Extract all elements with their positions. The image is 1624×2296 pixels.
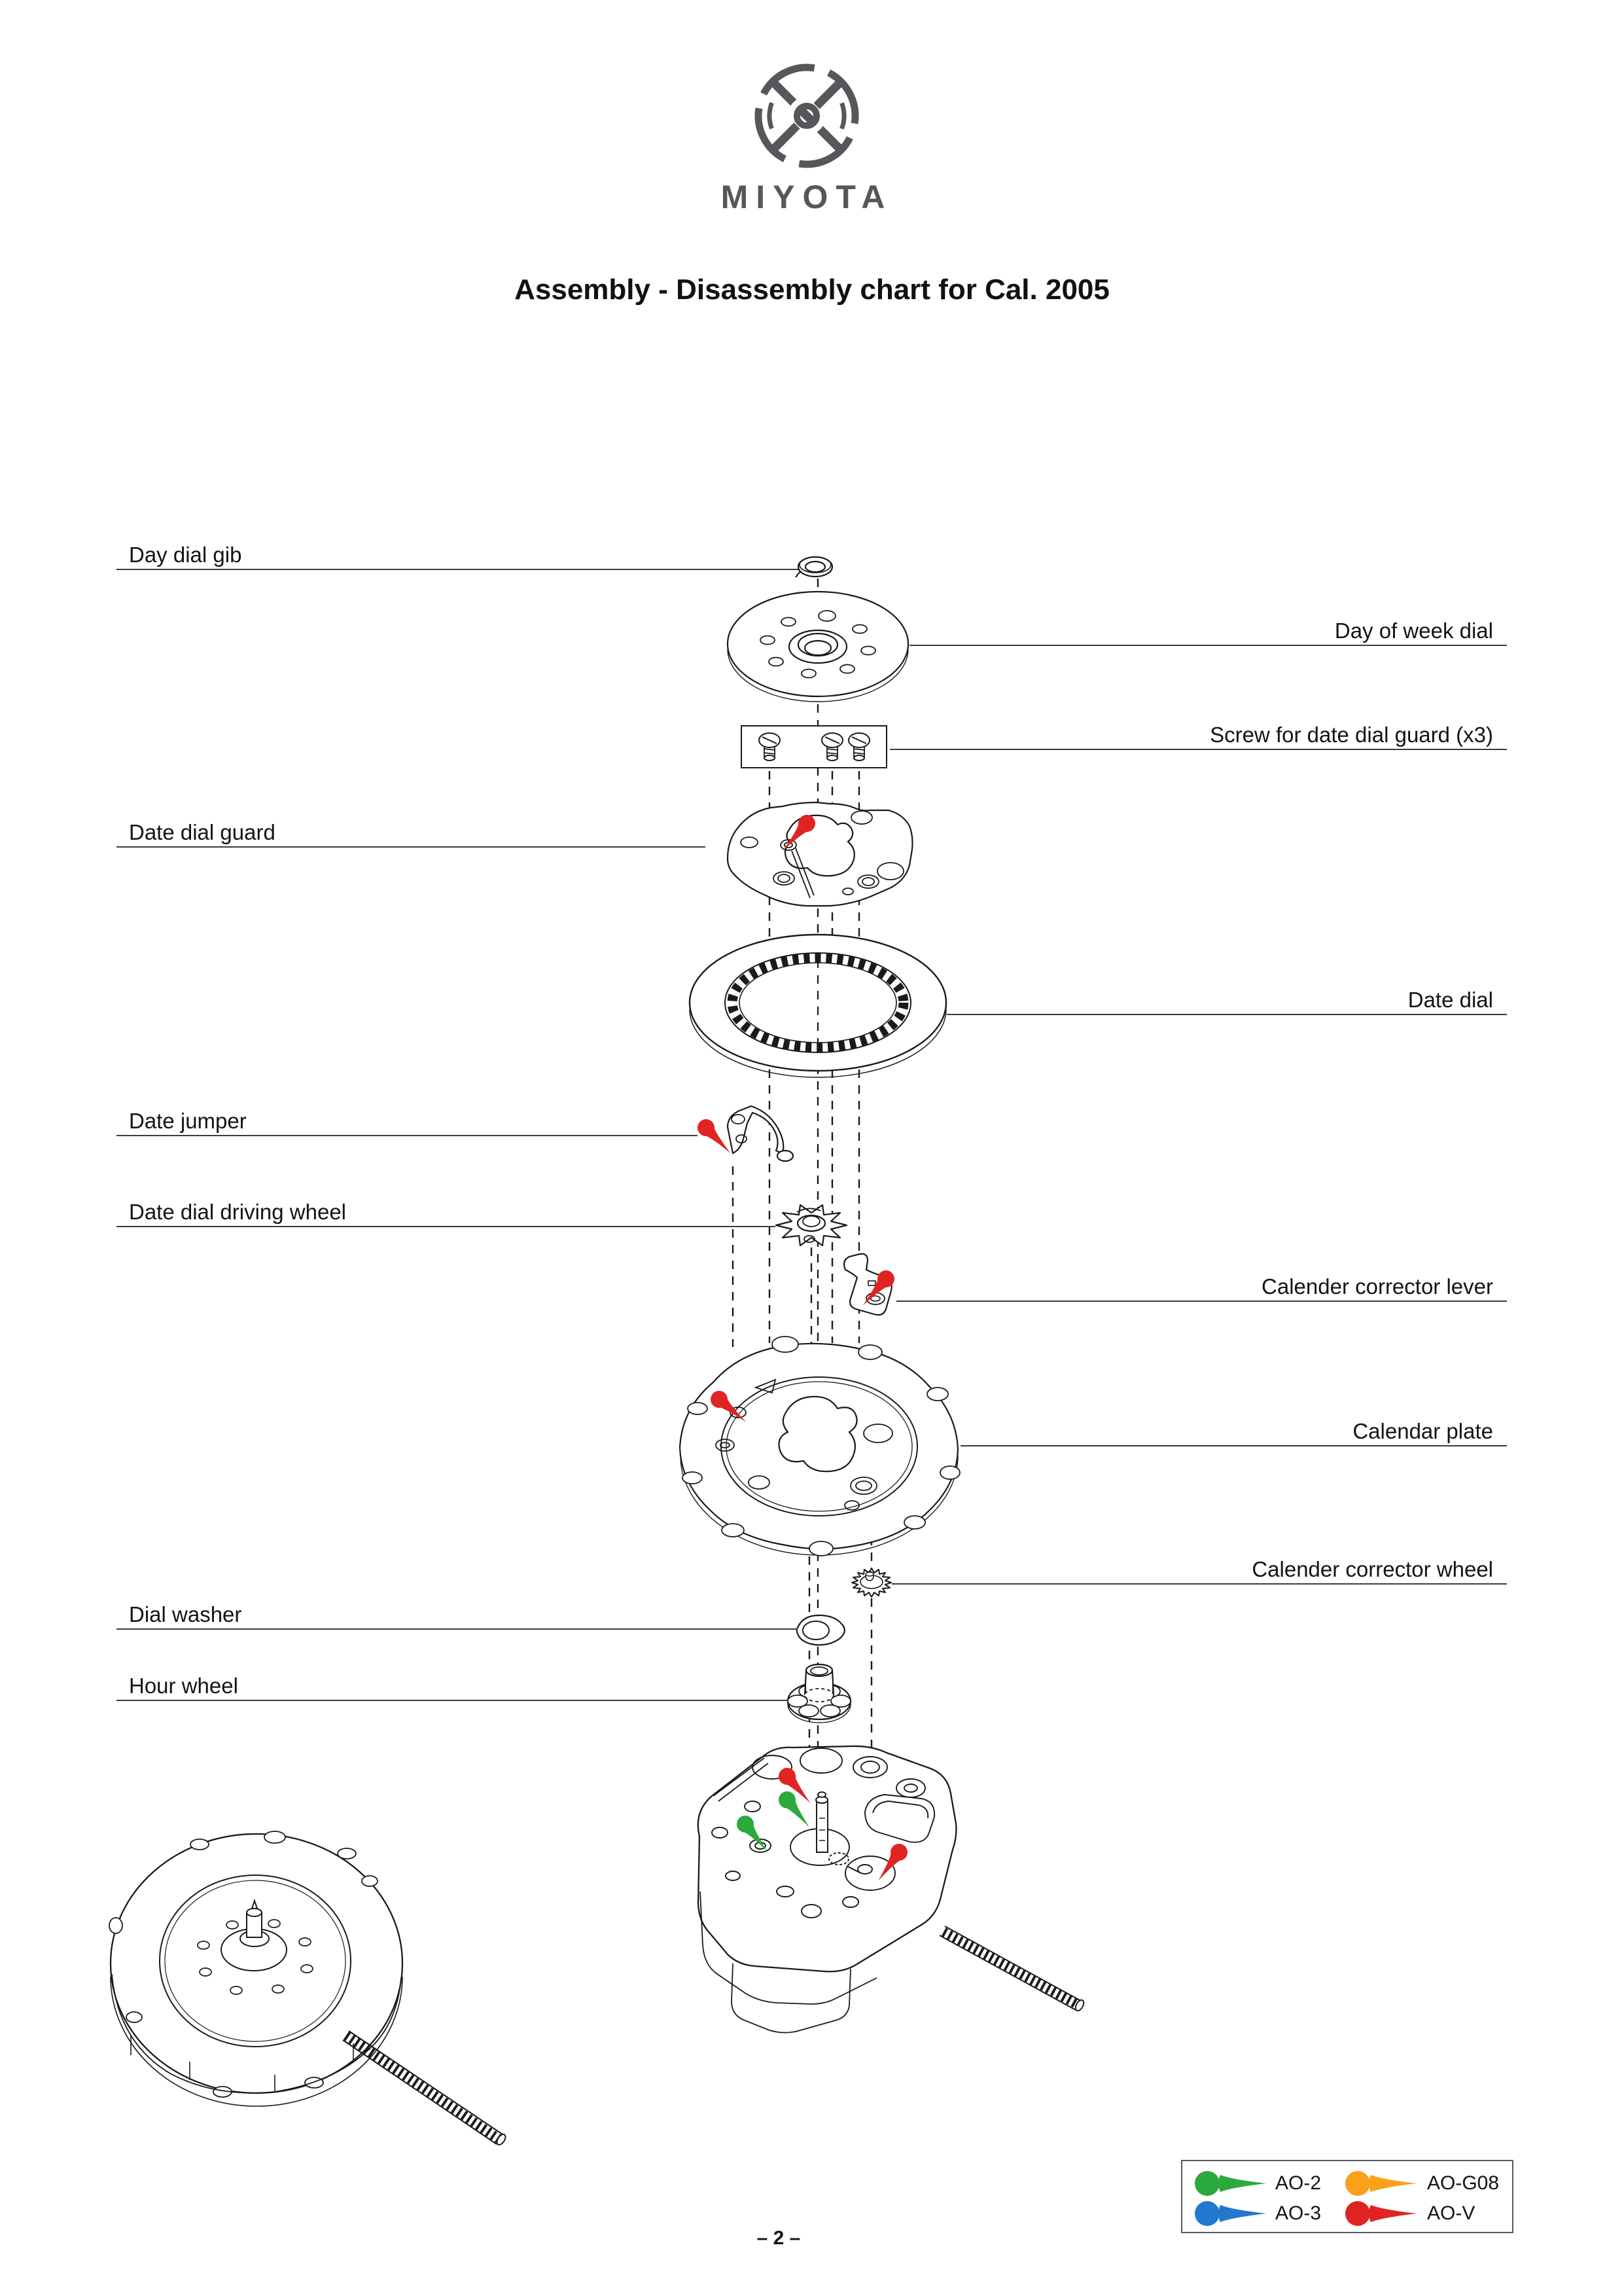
label-hour-wheel: Hour wheel xyxy=(129,1674,238,1698)
screw-icon xyxy=(758,732,781,761)
oil-drop-orange-icon xyxy=(1345,2171,1417,2196)
part-main-movement xyxy=(697,1745,1085,2034)
label-date-dial-guard: Date dial guard xyxy=(129,820,275,844)
screw-icon xyxy=(821,732,843,761)
part-calendar-corrector-wheel xyxy=(851,1568,892,1598)
part-dial-washer xyxy=(796,1614,845,1646)
legend-label-ao2: AO-2 xyxy=(1275,2172,1322,2194)
part-screws-box xyxy=(741,725,887,768)
leader-line xyxy=(116,846,705,848)
leader-line xyxy=(116,1628,798,1630)
label-dial-washer: Dial washer xyxy=(129,1602,242,1626)
label-screw-for-date-dial-guard: Screw for date dial guard (x3) xyxy=(1210,723,1493,747)
label-calender-corrector-lever: Calender corrector lever xyxy=(1262,1274,1493,1299)
winding-stem xyxy=(939,1926,1085,2012)
oil-marker-red-icon xyxy=(878,1844,908,1881)
page-number: – 2 – xyxy=(756,2227,801,2249)
legend-label-ao3: AO-3 xyxy=(1275,2202,1322,2224)
oil-marker-red-icon xyxy=(783,815,815,850)
leader-line xyxy=(890,749,1507,750)
oil-marker-green-icon xyxy=(779,1791,809,1827)
label-day-of-week-dial: Day of week dial xyxy=(1334,619,1493,643)
part-calendar-plate xyxy=(679,1336,961,1556)
miyota-logo-icon xyxy=(754,63,859,168)
leader-line xyxy=(116,1226,775,1227)
label-calendar-plate: Calendar plate xyxy=(1352,1419,1493,1443)
oil-markers xyxy=(697,815,908,1881)
label-date-dial-driving-wheel: Date dial driving wheel xyxy=(129,1200,347,1224)
oil-marker-green-icon xyxy=(737,1816,768,1852)
oil-drop-blue-icon xyxy=(1195,2201,1266,2226)
label-date-dial: Date dial xyxy=(1407,988,1493,1012)
oil-marker-red-icon xyxy=(779,1768,811,1803)
screw-icon xyxy=(848,732,870,761)
part-day-of-week-dial xyxy=(726,590,909,702)
part-assembled-movement xyxy=(109,1831,506,2145)
brand-wordmark: MIYOTA xyxy=(720,179,893,215)
leader-line xyxy=(947,1014,1507,1015)
leader-line xyxy=(896,1300,1507,1302)
leader-line xyxy=(961,1445,1507,1446)
label-day-dial-gib: Day dial gib xyxy=(129,543,242,567)
oil-marker-red-icon xyxy=(697,1119,731,1153)
leader-line xyxy=(116,1700,788,1701)
legend-label-aog08: AO-G08 xyxy=(1427,2172,1500,2194)
leader-line xyxy=(892,1583,1507,1585)
oil-drop-red-icon xyxy=(1345,2201,1417,2226)
winding-stem xyxy=(342,2030,506,2145)
leader-line xyxy=(909,645,1507,646)
leader-line xyxy=(116,569,798,570)
oil-marker-red-icon xyxy=(862,1270,894,1306)
part-date-dial-driving-wheel xyxy=(775,1204,848,1247)
part-date-dial xyxy=(688,933,947,1078)
label-date-jumper: Date jumper xyxy=(129,1109,247,1133)
oil-marker-red-icon xyxy=(711,1391,747,1422)
miyota-logo-emblem xyxy=(751,60,862,171)
part-date-jumper xyxy=(726,1105,794,1162)
page-title: Assembly - Disassembly chart for Cal. 20… xyxy=(514,274,1110,306)
part-day-dial-gib xyxy=(795,556,834,578)
leader-line xyxy=(116,1135,697,1136)
part-hour-wheel xyxy=(786,1663,852,1723)
legend-label-aov: AO-V xyxy=(1427,2202,1475,2224)
oil-legend: AO-2 AO-G08 AO-3 AO-V xyxy=(1181,2160,1513,2233)
oil-drop-green-icon xyxy=(1195,2171,1266,2196)
part-date-dial-guard xyxy=(726,801,913,907)
label-calender-corrector-wheel: Calender corrector wheel xyxy=(1252,1557,1493,1581)
